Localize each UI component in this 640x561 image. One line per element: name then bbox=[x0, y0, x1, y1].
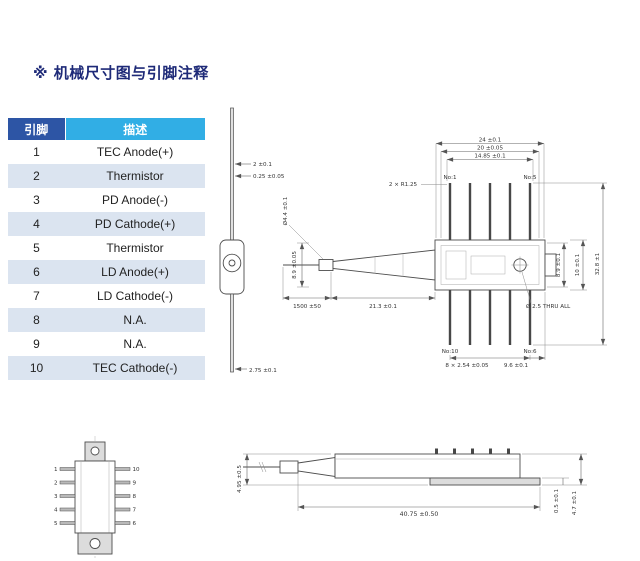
ferrule bbox=[318, 259, 334, 271]
pin-number-label: 3 bbox=[54, 494, 58, 500]
pin-number-label: 4 bbox=[54, 508, 58, 514]
pin-number-cell: 7 bbox=[33, 289, 40, 303]
bottom-view-drawing: 1 2 3 4 5 10 9 8 7 6 bbox=[54, 436, 140, 558]
pin-number-label: 6 bbox=[133, 521, 137, 527]
side-view-drawing: 2 ±0.1 0.25 ±0.05 2.75 ±0.1 bbox=[219, 107, 285, 374]
pin-number-label: 9 bbox=[133, 481, 137, 487]
pin-number-cell: 6 bbox=[33, 265, 40, 279]
dim-width-mid: 20 ±0.05 bbox=[477, 146, 503, 152]
table-row: 3 PD Anode(-) bbox=[8, 188, 205, 212]
label-pin1: No:1 bbox=[443, 175, 456, 181]
profile-dimensions: 40.75 ±0.50 4.95 ±0.5 0.5 ±0.1 4.7 ±0.1 bbox=[237, 453, 587, 518]
table-row: 5 Thermistor bbox=[8, 236, 205, 260]
pin-description-cell: TEC Cathode(-) bbox=[92, 361, 178, 375]
profile-view-drawing: 40.75 ±0.50 4.95 ±0.5 0.5 ±0.1 4.7 ±0.1 bbox=[237, 448, 587, 518]
pin-number-label: 5 bbox=[54, 521, 58, 527]
top-flange-hole bbox=[90, 446, 100, 456]
boot-profile bbox=[297, 456, 336, 478]
pin-number-label: 10 bbox=[133, 467, 141, 473]
connector bbox=[279, 460, 299, 474]
dim-body-width: 8.9 ±0.1 bbox=[556, 252, 562, 277]
baseplate bbox=[429, 477, 541, 486]
dim-boot-dia: Ø4.4 ±0.1 bbox=[282, 196, 289, 225]
top-view-drawing: 24 ±0.1 20 ±0.05 14.85 ±0.1 No:1 No:5 No… bbox=[282, 138, 607, 369]
dim-pin-row-width: 9.6 ±0.1 bbox=[504, 363, 529, 369]
dim-body-length: 21.3 ±0.1 bbox=[369, 304, 397, 310]
pin-number-cell: 2 bbox=[33, 169, 40, 183]
side-view-dimensions: 2 ±0.1 0.25 ±0.05 2.75 ±0.1 bbox=[235, 161, 285, 374]
pin-description-cell: PD Cathode(+) bbox=[94, 217, 176, 231]
table-row: 4 PD Cathode(+) bbox=[8, 212, 205, 236]
profile-package bbox=[243, 448, 541, 486]
dim-lead-thickness: 0.25 ±0.05 bbox=[253, 174, 285, 180]
table-row: 1 TEC Anode(+) bbox=[8, 140, 205, 164]
pin-number-cell: 1 bbox=[33, 145, 40, 159]
table-row: 7 LD Cathode(-) bbox=[8, 284, 205, 308]
top-view-package bbox=[283, 183, 557, 345]
pin-number-cell: 8 bbox=[33, 313, 40, 327]
dim-flange-width: 10 ±0.1 bbox=[575, 253, 581, 276]
pin-table-header-row: 引脚 描述 bbox=[8, 118, 205, 140]
bottom-flange-hole bbox=[89, 538, 101, 549]
pin-description-cell: Thermistor bbox=[106, 169, 164, 183]
package-body-bottom bbox=[74, 460, 116, 534]
pin-number-cell: 5 bbox=[33, 241, 40, 255]
bottom-view-pin-numbers: 1 2 3 4 5 10 9 8 7 6 bbox=[54, 467, 140, 527]
label-pin10: No:10 bbox=[442, 349, 459, 355]
pin-description-cell: PD Anode(-) bbox=[101, 193, 169, 207]
lens-inner-circle bbox=[228, 259, 236, 267]
dim-width-outer: 24 ±0.1 bbox=[479, 138, 502, 144]
pin-column-header: 引脚 bbox=[8, 118, 66, 140]
pin-description-cell: N.A. bbox=[123, 313, 147, 327]
pin-description-cell: Thermistor bbox=[106, 241, 164, 255]
pin-number-label: 1 bbox=[54, 467, 58, 473]
pin-description-cell: TEC Anode(+) bbox=[96, 145, 174, 159]
pin-number-label: 7 bbox=[133, 508, 137, 514]
pin-number-label: 8 bbox=[133, 494, 137, 500]
description-column-header: 描述 bbox=[65, 118, 205, 140]
dim-lead-width: 2 ±0.1 bbox=[253, 162, 272, 168]
note-hole: Ø 2.5 THRU ALL bbox=[526, 303, 571, 310]
dim-base-thickness: 0.5 ±0.1 bbox=[554, 488, 560, 513]
side-view-package bbox=[219, 107, 245, 373]
table-row: 2 Thermistor bbox=[8, 164, 205, 188]
top-view-dimensions: 24 ±0.1 20 ±0.05 14.85 ±0.1 No:1 No:5 No… bbox=[282, 138, 607, 369]
table-row: 6 LD Anode(+) bbox=[8, 260, 205, 284]
pin-number-cell: 9 bbox=[33, 337, 40, 351]
label-pin5: No:5 bbox=[523, 175, 536, 181]
dim-length: 40.75 ±0.50 bbox=[400, 511, 439, 518]
pin-number-label: 2 bbox=[54, 481, 58, 487]
pin-number-cell: 4 bbox=[33, 217, 40, 231]
pin-description-cell: LD Cathode(-) bbox=[96, 289, 174, 303]
pin-description-cell: N.A. bbox=[123, 337, 147, 351]
table-row: 9 N.A. bbox=[8, 332, 205, 356]
lead-top bbox=[230, 107, 234, 241]
dim-fiber-length: 1500 ±50 bbox=[293, 304, 321, 310]
lead-bottom bbox=[230, 293, 234, 373]
dim-lead-offset: 2.75 ±0.1 bbox=[249, 368, 277, 374]
pin-number-cell: 3 bbox=[33, 193, 40, 207]
bottom-view-package bbox=[59, 436, 131, 558]
dim-bend-radius: 2 × R1.25 bbox=[389, 182, 418, 188]
fiber-boot bbox=[332, 249, 436, 281]
dim-fiber-height: 8.9 ±0.05 bbox=[292, 251, 298, 279]
dim-overall-width: 32.8 ±1 bbox=[595, 252, 601, 275]
table-row: 10 TEC Cathode(-) bbox=[8, 356, 205, 380]
table-row: 8 N.A. bbox=[8, 308, 205, 332]
page-title: ※ 机械尺寸图与引脚注释 bbox=[33, 64, 209, 82]
dim-pin-pitch: 8 × 2.54 ±0.05 bbox=[445, 363, 489, 369]
dim-width-inner: 14.85 ±0.1 bbox=[474, 154, 506, 160]
dim-height: 4.95 ±0.5 bbox=[237, 465, 243, 493]
pin-number-cell: 10 bbox=[29, 361, 44, 375]
dim-body-height: 4.7 ±0.1 bbox=[572, 490, 578, 515]
right-flange-tab bbox=[544, 253, 557, 277]
pin-description-cell: LD Anode(+) bbox=[101, 265, 169, 279]
label-pin6: No:6 bbox=[523, 349, 536, 355]
package-body-profile bbox=[334, 453, 521, 479]
